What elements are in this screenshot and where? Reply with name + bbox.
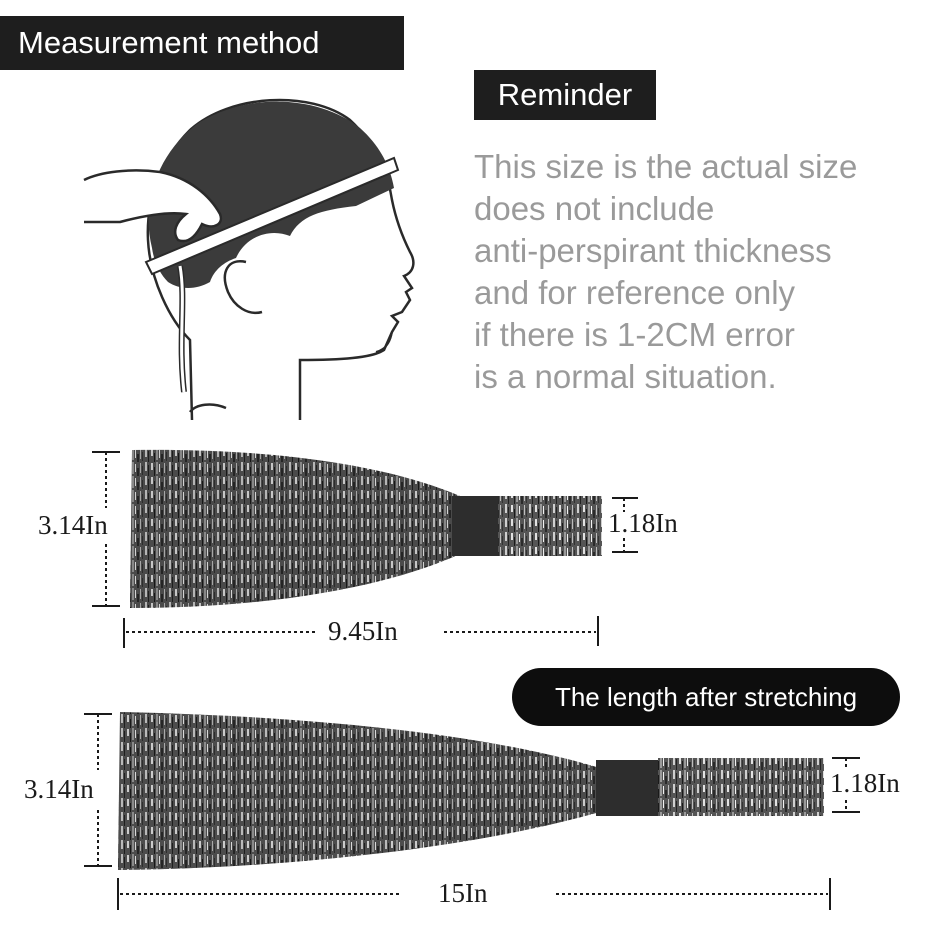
stretching-label: The length after stretching bbox=[512, 668, 900, 726]
ear-shape bbox=[223, 260, 263, 315]
head-illustration bbox=[83, 98, 415, 421]
headband-stretched bbox=[118, 712, 824, 870]
dimension-lines-normal bbox=[92, 451, 638, 648]
measuring-tape bbox=[144, 156, 400, 276]
measurement-method-label: Measurement method bbox=[0, 16, 404, 70]
headband-normal bbox=[130, 449, 602, 608]
normal-band-width-label: 1.18In bbox=[608, 508, 678, 538]
reminder-line: anti-perspirant thickness bbox=[474, 232, 832, 269]
normal-height-label: 3.14In bbox=[38, 510, 108, 540]
reminder-text: This size is the actual size does not in… bbox=[474, 146, 944, 398]
dimension-lines-stretched bbox=[84, 713, 860, 910]
reminder-label: Reminder bbox=[474, 70, 656, 120]
reminder-line: is a normal situation. bbox=[474, 358, 777, 395]
reminder-line: and for reference only bbox=[474, 274, 796, 311]
reminder-line: This size is the actual size bbox=[474, 148, 858, 185]
normal-length-label: 9.45In bbox=[328, 616, 398, 646]
stretched-height-label: 3.14In bbox=[24, 774, 94, 804]
reminder-line: does not include bbox=[474, 190, 715, 227]
stretched-length-label: 15In bbox=[438, 878, 488, 908]
hand-shape bbox=[83, 169, 223, 243]
reminder-line: if there is 1-2CM error bbox=[474, 316, 795, 353]
stretched-band-width-label: 1.18In bbox=[830, 768, 900, 798]
